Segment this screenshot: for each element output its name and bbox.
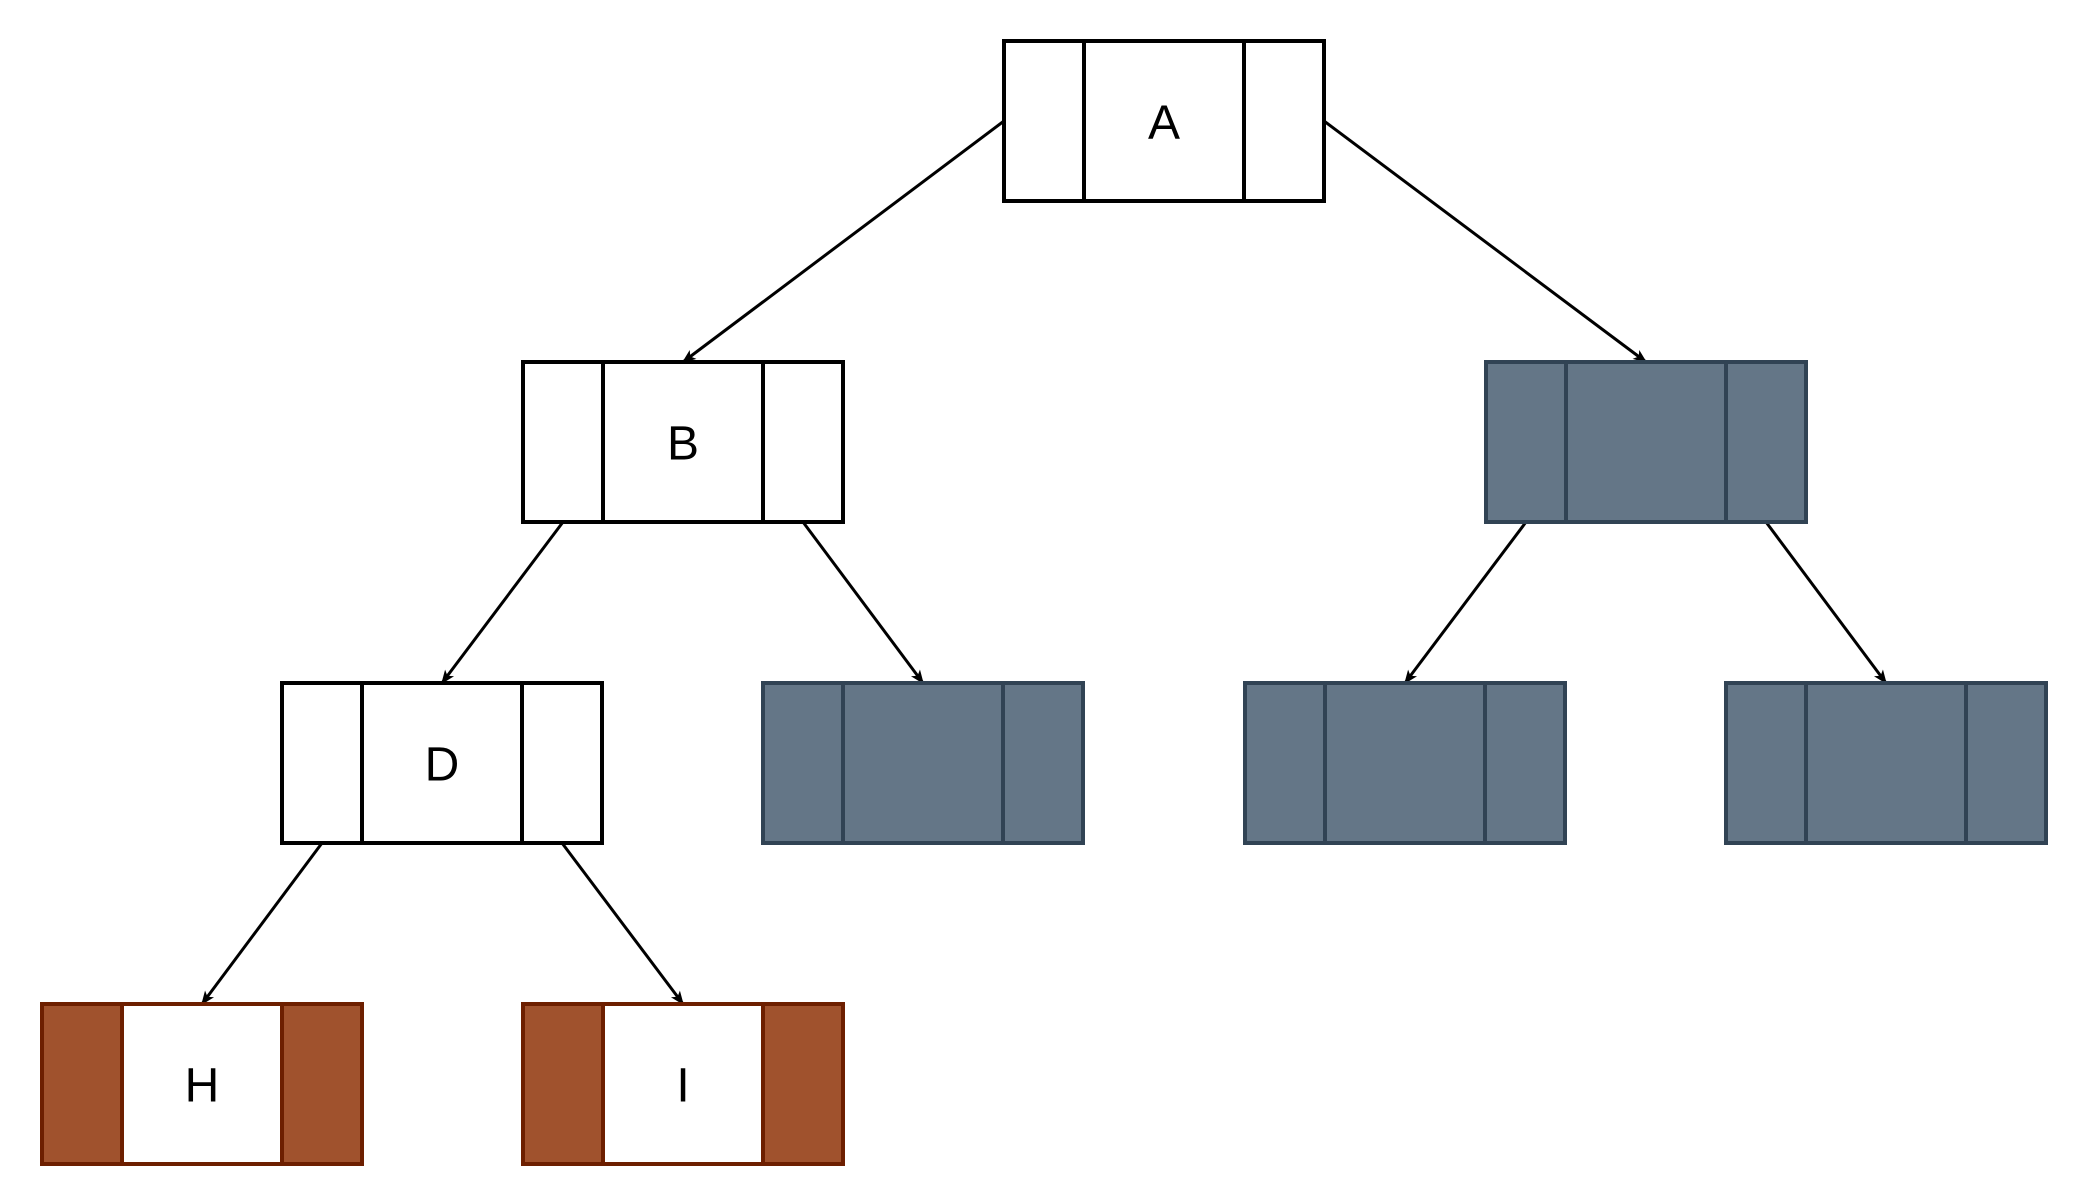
edge-b-e — [801, 521, 925, 685]
right-pointer-cell — [1724, 360, 1808, 524]
edge-d-i — [560, 842, 685, 1006]
node-label: A — [1148, 97, 1180, 150]
edge-a-c — [1323, 119, 1648, 364]
edge-c-f — [1403, 521, 1528, 685]
value-cell — [360, 681, 524, 845]
edge-a-b — [681, 119, 1005, 364]
right-pointer-cell — [520, 681, 604, 845]
edge-d-h — [200, 842, 324, 1006]
node-label: I — [676, 1060, 689, 1113]
right-pointer-cell — [280, 1002, 364, 1166]
edges-layer — [200, 119, 1888, 1006]
tree-node-f — [1243, 681, 1567, 845]
left-pointer-cell — [1002, 39, 1086, 203]
right-pointer-cell — [761, 1002, 845, 1166]
value-cell — [1804, 681, 1968, 845]
tree-node-e — [761, 681, 1085, 845]
value-cell — [601, 1002, 765, 1166]
right-pointer-cell — [1964, 681, 2048, 845]
tree-node-i: I — [521, 1002, 845, 1166]
right-pointer-cell — [1483, 681, 1567, 845]
right-pointer-cell — [1242, 39, 1326, 203]
node-label: D — [425, 739, 460, 792]
left-pointer-cell — [1724, 681, 1808, 845]
node-label: B — [667, 418, 699, 471]
edge-c-g — [1764, 521, 1888, 685]
right-pointer-cell — [761, 360, 845, 524]
left-pointer-cell — [521, 360, 605, 524]
tree-node-h: H — [40, 1002, 364, 1166]
value-cell — [1082, 39, 1246, 203]
left-pointer-cell — [280, 681, 364, 845]
value-cell — [841, 681, 1005, 845]
left-pointer-cell — [1243, 681, 1327, 845]
edge-b-d — [440, 521, 565, 685]
value-cell — [601, 360, 765, 524]
value-cell — [1323, 681, 1487, 845]
tree-node-c — [1484, 360, 1808, 524]
tree-node-b: B — [521, 360, 845, 524]
left-pointer-cell — [761, 681, 845, 845]
nodes-layer: A B D H I — [40, 39, 2048, 1166]
value-cell — [1564, 360, 1728, 524]
left-pointer-cell — [521, 1002, 605, 1166]
left-pointer-cell — [40, 1002, 124, 1166]
tree-node-d: D — [280, 681, 604, 845]
tree-node-a: A — [1002, 39, 1326, 203]
node-label: H — [185, 1060, 220, 1113]
left-pointer-cell — [1484, 360, 1568, 524]
tree-node-g — [1724, 681, 2048, 845]
right-pointer-cell — [1001, 681, 1085, 845]
